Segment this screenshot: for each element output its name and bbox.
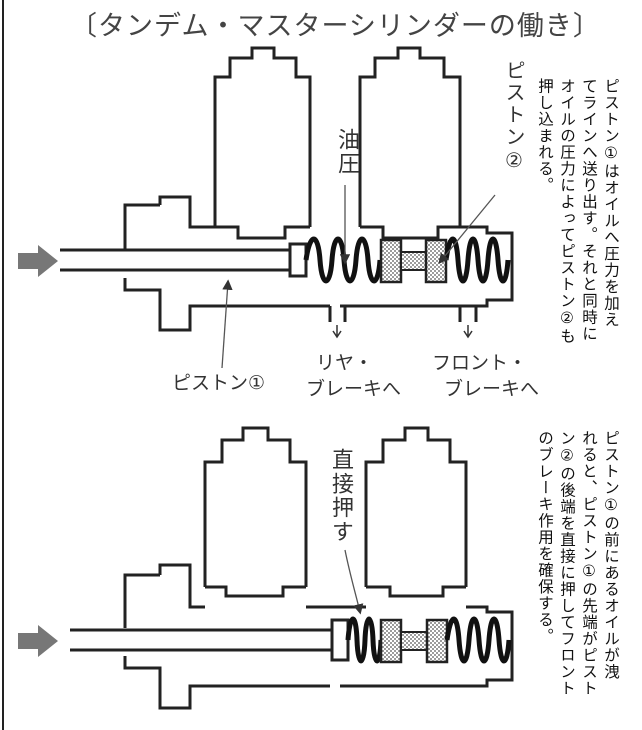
top-piston1-leader — [221, 279, 233, 369]
bottom-note-line-2: れると、ピストン①の先端がピスト — [580, 430, 598, 697]
bottom-spring-1 — [345, 616, 384, 664]
page-border-line — [2, 0, 4, 730]
top-note-line-1: ピストン①はオイルへ圧力を加え — [602, 78, 620, 328]
top-spring-2 — [443, 236, 511, 284]
top-input-arrow — [18, 245, 58, 277]
label-hydraulic-pressure: 油圧 — [334, 128, 359, 176]
top-outlet-arrows — [332, 325, 473, 339]
bottom-cylinder-body — [123, 426, 514, 710]
label-piston-2: ピストン② — [502, 60, 526, 174]
bottom-piston-2-front — [425, 618, 449, 664]
top-piston2-leader — [438, 194, 496, 265]
bottom-direct-push-leader — [344, 549, 364, 615]
bottom-spring-2 — [444, 616, 512, 664]
label-piston-1: ピストン① — [172, 372, 266, 394]
label-rear-brake-line-2: ブレーキへ — [306, 378, 402, 400]
bottom-push-rod — [70, 628, 332, 652]
top-note-line-4: 押し込まれる。 — [536, 78, 554, 194]
top-note-line-3: オイルの圧力によってピストン②も — [558, 78, 576, 345]
label-direct-push: 直接押す — [328, 448, 353, 544]
page-title: 〔タンデム・マスターシリンダーの働き〕 — [70, 11, 601, 42]
top-push-rod — [60, 248, 290, 272]
top-note-line-2: てラインへ送り出す。それと同時に — [580, 78, 598, 342]
top-cylinder-body — [123, 46, 514, 332]
bottom-note-line-3: ン②の後端を直接に押してフロント — [558, 430, 576, 697]
bottom-note-line-4: のブレーキ作用を確保する。 — [536, 430, 554, 645]
bottom-note-line-1: ピストン①の前にあるオイルが洩 — [602, 430, 620, 680]
bottom-input-arrow — [18, 625, 58, 657]
bottom-piston-2-stem — [400, 631, 428, 651]
label-front-brake-line-2: ブレーキへ — [444, 378, 540, 400]
bottom-piston-2-rear — [379, 618, 403, 664]
label-rear-brake-line-1: リヤ・ — [316, 352, 374, 374]
label-front-brake-line-1: フロント・ — [432, 352, 528, 374]
top-outlet-lines — [328, 306, 478, 322]
bottom-piston-1 — [330, 618, 350, 662]
